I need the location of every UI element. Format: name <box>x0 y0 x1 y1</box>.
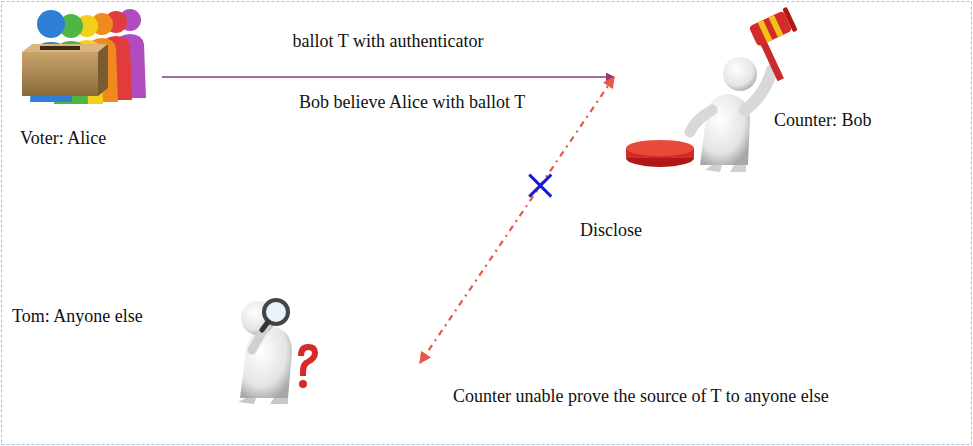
figure-node: Tom: Anyone else <box>8 292 420 410</box>
figure-caption: Voter: Alice <box>20 128 106 149</box>
edge-label: ballot T with authenticator <box>290 31 487 52</box>
note-text: Bob believe Alice with ballot T <box>296 92 528 113</box>
connector-arrow <box>162 76 614 78</box>
counter-icon <box>626 7 798 172</box>
figure-node: Counter: Bob <box>614 6 914 178</box>
voters-icon <box>22 9 146 104</box>
note-text: Counter unable prove the source of T to … <box>450 386 832 407</box>
block-cross <box>529 175 551 197</box>
figure-caption: Counter: Bob <box>774 110 872 131</box>
observer-icon <box>238 300 318 404</box>
figure-caption: Tom: Anyone else <box>12 306 143 327</box>
edge-label: Disclose <box>577 220 645 241</box>
figure-node: Voter: Alice <box>12 6 162 156</box>
question-mark <box>298 344 318 376</box>
